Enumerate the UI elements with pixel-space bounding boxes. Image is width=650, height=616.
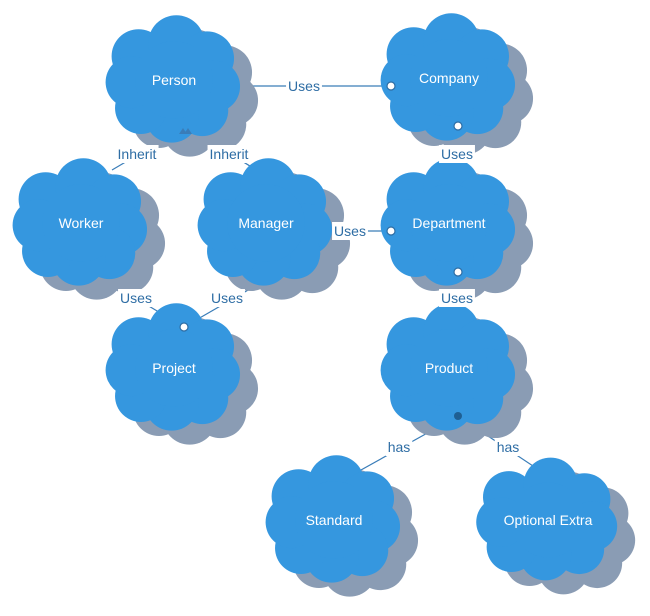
edge-label-worker-person: Inherit [115, 145, 159, 163]
association-end-marker [386, 81, 396, 91]
edge-label-text: Uses [120, 290, 152, 306]
edge-label-backdrop [209, 289, 245, 307]
endpoints-layer [179, 81, 463, 420]
association-end-marker [386, 226, 396, 236]
edge-label-text: Inherit [210, 146, 249, 162]
edge-label-text: Uses [334, 223, 366, 239]
edge-label-text: Uses [288, 78, 320, 94]
node-label: Standard [306, 512, 363, 528]
node-company[interactable]: Company [380, 13, 534, 155]
edge-label-manager-department: Uses [332, 222, 368, 240]
edge-label-text: Uses [441, 146, 473, 162]
node-optional-extra[interactable]: Optional Extra [476, 457, 636, 595]
node-cloud [12, 158, 148, 286]
edge-label-text: has [497, 439, 520, 455]
edge-label-worker-project: Uses [118, 289, 154, 307]
edge-label-product-standard: has [385, 438, 413, 456]
node-department[interactable]: Department [380, 158, 534, 300]
association-end-marker [179, 322, 189, 332]
node-cloud [380, 303, 516, 431]
node-cloud [265, 455, 401, 583]
edge-label-backdrop [118, 289, 154, 307]
node-cloud [105, 303, 241, 431]
node-manager[interactable]: Manager [197, 158, 351, 300]
edge-label-person-company: Uses [286, 77, 322, 95]
edge-label-backdrop [115, 145, 159, 163]
node-standard[interactable]: Standard [265, 455, 419, 597]
node-label: Department [412, 215, 485, 231]
node-person[interactable]: Person [105, 15, 259, 157]
composition-end-marker [454, 412, 462, 420]
edge-label-text: Uses [211, 290, 243, 306]
edge-label-backdrop [494, 438, 522, 456]
node-cloud [476, 457, 618, 581]
edge-label-backdrop [207, 145, 251, 163]
node-label: Manager [238, 215, 294, 231]
association-end-marker [453, 267, 463, 277]
edge-label-text: Inherit [118, 146, 157, 162]
edge-label-text: has [388, 439, 411, 455]
node-label: Worker [59, 215, 104, 231]
association-end-marker [453, 121, 463, 131]
edge-label-product-optional-extra: has [494, 438, 522, 456]
node-project[interactable]: Project [105, 303, 259, 445]
node-cloud [197, 158, 333, 286]
node-cloud [380, 158, 516, 286]
edge-label-backdrop [332, 222, 368, 240]
edge-label-backdrop [286, 77, 322, 95]
node-label: Product [425, 360, 473, 376]
node-label: Optional Extra [504, 512, 593, 528]
node-worker[interactable]: Worker [12, 158, 166, 300]
node-label: Person [152, 72, 196, 88]
node-label: Project [152, 360, 196, 376]
edge-label-company-department: Uses [439, 145, 475, 163]
node-cloud [105, 15, 241, 143]
edge-label-department-product: Uses [439, 289, 475, 307]
edge-label-manager-project: Uses [209, 289, 245, 307]
node-label: Company [419, 70, 479, 86]
edge-label-text: Uses [441, 290, 473, 306]
edge-label-backdrop [439, 289, 475, 307]
edge-label-manager-person: Inherit [207, 145, 251, 163]
node-product[interactable]: Product [380, 303, 534, 445]
edge-label-backdrop [439, 145, 475, 163]
edge-label-backdrop [385, 438, 413, 456]
inheritance-arrow-marker [184, 128, 192, 134]
